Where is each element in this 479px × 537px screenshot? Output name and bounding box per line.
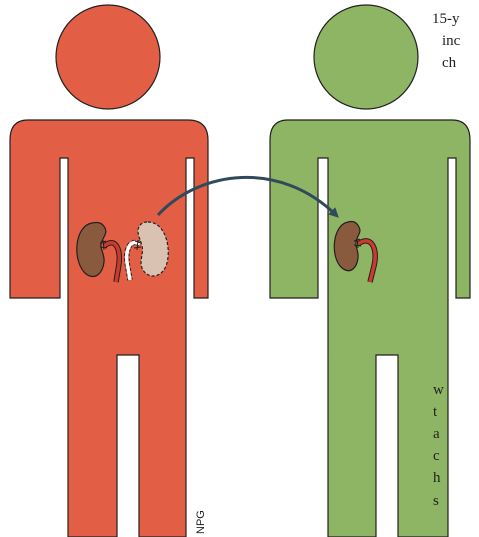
text-fragment: ch [442, 56, 456, 71]
text-fragment: w [433, 383, 444, 398]
donor-head [56, 5, 160, 109]
text-fragment: inc [442, 34, 460, 49]
text-fragment: t [433, 405, 437, 420]
text-fragment: s [433, 494, 439, 509]
donor-figure [10, 5, 208, 537]
text-fragment: h [433, 471, 441, 486]
recipient-kidney-shape [334, 222, 360, 271]
donor-body [10, 120, 208, 537]
text-fragment: a [433, 427, 440, 442]
donor-kidney-shape [77, 223, 106, 277]
text-fragment: c [433, 449, 440, 464]
credit-label: NPG [196, 510, 207, 534]
text-fragment: 15-y [432, 12, 460, 27]
recipient-head [314, 5, 418, 109]
